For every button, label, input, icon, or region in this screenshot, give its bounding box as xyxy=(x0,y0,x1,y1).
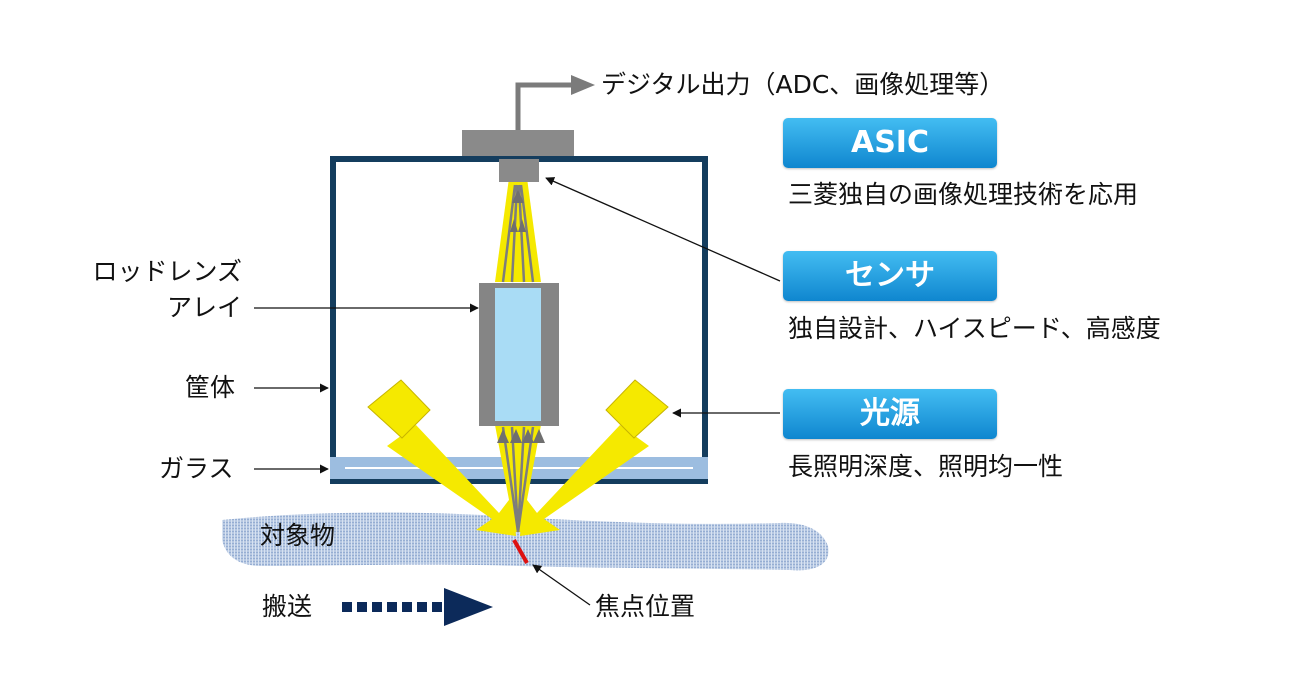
rod-lens-label-line1: ロッドレンズ xyxy=(92,257,242,286)
leader-focal-point xyxy=(532,564,591,606)
ray-arrowheads-lower xyxy=(497,429,545,443)
transport-label: 搬送 xyxy=(262,592,313,621)
digital-output-label: デジタル出力（ADC、画像処理等） xyxy=(601,70,1005,99)
focal-point-mark xyxy=(512,539,529,564)
asic-block xyxy=(462,130,574,156)
glass-label: ガラス xyxy=(159,454,234,483)
digital-output-arrowhead xyxy=(571,75,595,95)
object-fabric xyxy=(222,512,829,571)
ray-arrowheads-upper xyxy=(510,190,526,232)
sensor-description: 独自設計、ハイスピード、高感度 xyxy=(788,314,1161,343)
asic-description: 三菱独自の画像処理技術を応用 xyxy=(788,180,1139,209)
rod-lens-array xyxy=(479,283,559,426)
rod-lens-array-label: ロッドレンズ アレイ xyxy=(92,254,242,326)
light-source-right xyxy=(520,379,669,536)
light-source-description: 長照明深度、照明均一性 xyxy=(788,452,1064,481)
sensor-block xyxy=(499,159,539,182)
object-label: 対象物 xyxy=(260,521,336,550)
focal-point-label: 焦点位置 xyxy=(595,592,696,621)
asic-badge: ASIC xyxy=(783,118,997,168)
housing-label: 筐体 xyxy=(185,373,236,402)
sensor-badge: センサ xyxy=(783,251,997,301)
leader-sensor xyxy=(545,177,781,282)
rod-lens-label-line2: アレイ xyxy=(166,293,242,322)
transport-arrow xyxy=(342,588,493,626)
digital-output-line xyxy=(515,82,572,130)
light-source-left xyxy=(367,379,516,536)
light-rays-lower xyxy=(501,426,535,533)
light-source-badge: 光源 xyxy=(783,389,997,439)
